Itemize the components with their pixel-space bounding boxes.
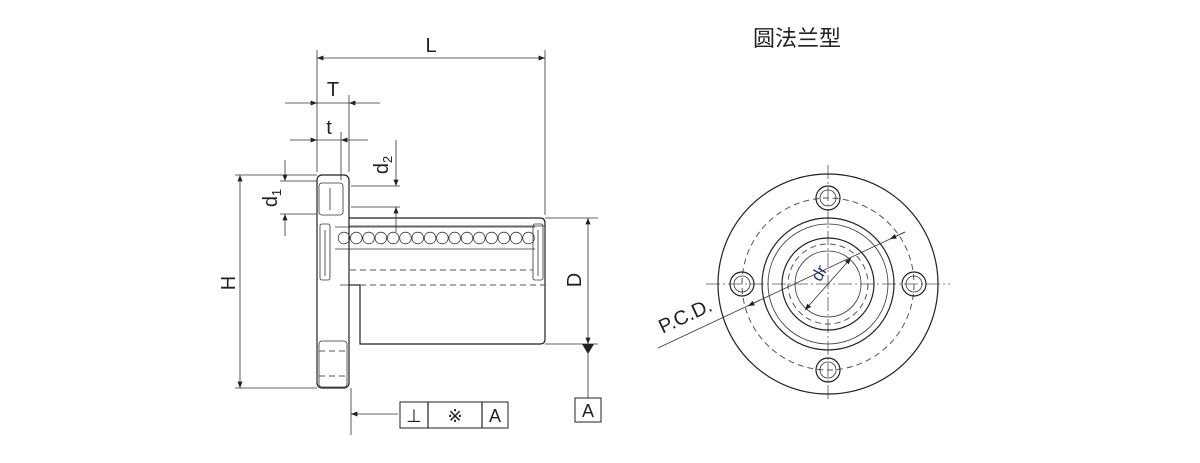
ball: [510, 231, 523, 245]
retainer-circle: [781, 237, 875, 331]
dim-H-label: H: [218, 276, 240, 290]
ball: [362, 231, 375, 245]
datum-box: [574, 397, 602, 423]
svg-text:H: H: [218, 276, 240, 290]
mounting-hole-top: [815, 185, 841, 211]
ball: [436, 231, 449, 245]
mounting-hole-right: [901, 271, 927, 297]
ball: [460, 231, 474, 245]
tolerance-datum: A: [489, 406, 501, 426]
dim-dr-line: [804, 257, 852, 311]
pitch-circle: [741, 197, 915, 371]
svg-text:d1: d1: [260, 189, 284, 207]
ball-row: [337, 231, 535, 245]
flange-outer-circle: [717, 173, 939, 395]
dim-D-label: D: [564, 273, 586, 287]
ball: [374, 231, 388, 245]
diagram-title: 圆法兰型: [753, 27, 841, 52]
side-view: L T t d2 d1 H: [218, 35, 602, 435]
pcd-leader-line: [657, 231, 906, 349]
mounting-hole-left: [729, 271, 755, 297]
flange-lower-counterbore: [318, 340, 348, 388]
retainer-right: [532, 223, 544, 281]
svg-text:P.C.D.: P.C.D.: [655, 295, 715, 339]
ball: [399, 231, 412, 245]
ball: [448, 231, 461, 245]
svg-text:D: D: [564, 273, 586, 287]
ball: [411, 231, 425, 245]
ball: [522, 231, 535, 245]
flange-upper-counterbore: [318, 182, 344, 216]
datum-label: A: [582, 401, 594, 421]
ball: [387, 231, 400, 245]
ball: [497, 231, 511, 245]
retainer-left: [319, 223, 331, 281]
body-outer-circle: [761, 217, 895, 351]
front-view: dr P.C.D.: [655, 165, 950, 402]
bushing-body: [349, 217, 546, 345]
perpendicularity-symbol: ⊥: [406, 406, 422, 426]
ball: [473, 231, 486, 245]
tolerance-value: ※: [447, 406, 462, 426]
ball: [423, 231, 437, 245]
tolerance-frame: ⊥ ※ A: [399, 401, 509, 429]
svg-text:d2: d2: [371, 156, 395, 174]
flange-outline: [316, 174, 350, 389]
ball: [485, 231, 498, 245]
ball: [337, 231, 351, 245]
dim-t-label: t: [326, 117, 332, 139]
datum-triangle: [582, 344, 594, 354]
ball: [350, 231, 363, 245]
dim-d2-label: d2: [371, 156, 395, 174]
mounting-hole-bottom: [815, 357, 841, 383]
dim-L-label: L: [425, 35, 436, 57]
dim-d1-label: d1: [260, 189, 284, 207]
pcd-label: P.C.D.: [655, 295, 715, 339]
dim-T-label: T: [327, 79, 339, 101]
